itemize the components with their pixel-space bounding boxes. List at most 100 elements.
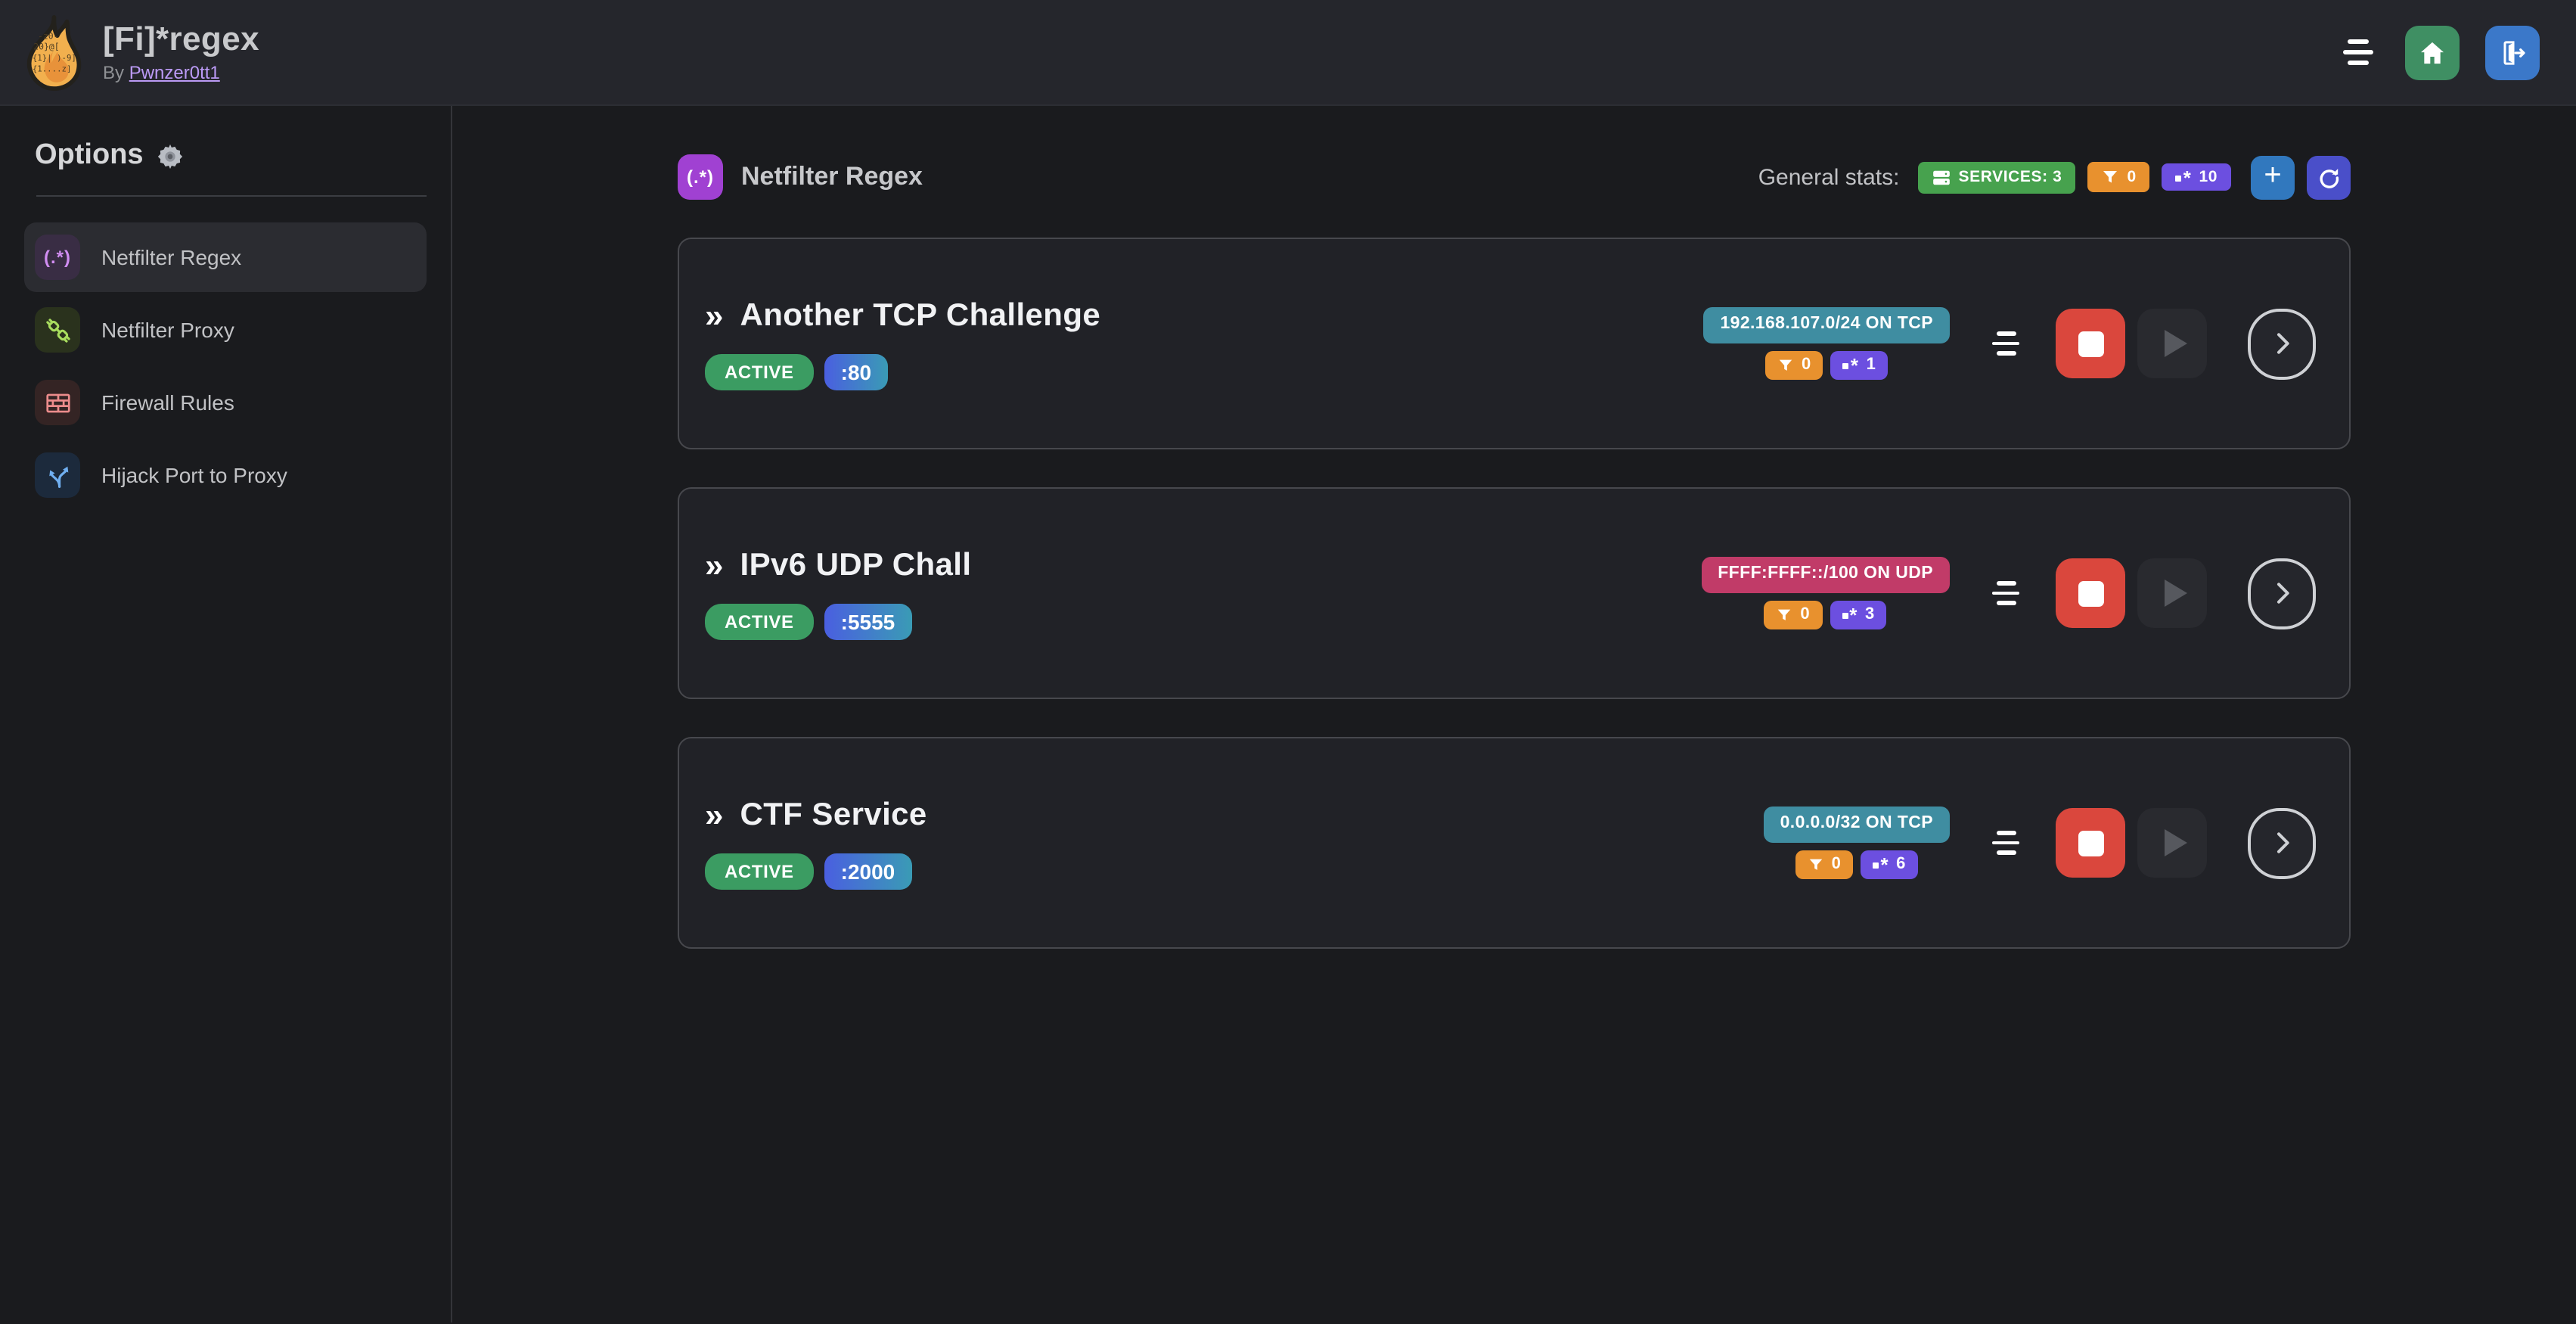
chevron-right-icon	[2277, 832, 2289, 853]
filters-count-badge: 0	[1765, 350, 1823, 380]
service-menu-icon[interactable]	[1986, 325, 2025, 362]
main-area: (.*) Netfilter Regex General stats: SERV…	[452, 106, 2576, 1322]
service-card-controls: 192.168.107.0/24 ON TCP 0 * 1	[1703, 307, 2316, 380]
sidebar: Options (.*) Netfilter Regex	[0, 106, 452, 1322]
svg-text:20}@[: 20}@[	[33, 41, 59, 51]
app-title: [Fi]*regex	[103, 20, 259, 58]
sidebar-item-firewall-rules[interactable]: Firewall Rules	[24, 368, 427, 437]
target-badge: FFFF:FFFF::/100 ON UDP	[1701, 557, 1950, 593]
filter-icon	[2103, 171, 2118, 183]
port-badge: :5555	[824, 603, 912, 639]
start-service-button[interactable]	[2137, 309, 2207, 378]
home-button[interactable]	[2405, 25, 2460, 79]
service-title: IPv6 UDP Chall	[740, 547, 972, 582]
filter-icon	[1809, 859, 1822, 870]
port-badge: :80	[824, 353, 889, 390]
refresh-icon	[2320, 168, 2339, 188]
target-badge: 192.168.107.0/24 ON TCP	[1703, 307, 1950, 343]
regex-icon: (.*)	[35, 235, 80, 280]
topbar: -z0- 20}@[ {1}| )-9] {1....z] [Fi]*regex…	[0, 0, 2576, 106]
double-chevron-icon: »	[705, 545, 724, 583]
server-icon	[1932, 169, 1950, 185]
open-service-button[interactable]	[2248, 558, 2316, 629]
service-card: » CTF Service ACTIVE :2000 0.0.0.0/32 ON…	[678, 737, 2351, 949]
chevron-right-icon	[2277, 333, 2289, 354]
status-badge: ACTIVE	[705, 853, 814, 889]
regex-count-badge: * 10	[2162, 163, 2231, 191]
start-service-button[interactable]	[2137, 808, 2207, 878]
regex-count-badge: * 1	[1830, 350, 1889, 380]
sidebar-nav: (.*) Netfilter Regex	[0, 222, 451, 510]
service-card-info: » Another TCP Challenge ACTIVE :80	[705, 297, 1703, 390]
logout-button[interactable]	[2485, 25, 2540, 79]
double-chevron-icon: »	[705, 296, 724, 334]
status-badge: ACTIVE	[705, 353, 814, 390]
play-icon	[2165, 330, 2187, 357]
stop-service-button[interactable]	[2056, 558, 2125, 628]
service-menu-icon[interactable]	[1986, 825, 2025, 861]
refresh-button[interactable]	[2307, 155, 2351, 199]
port-badge: :2000	[824, 853, 912, 889]
sidebar-divider	[36, 195, 427, 197]
regex-count-text: 10	[2199, 167, 2218, 186]
filters-count-badge: 0	[1764, 600, 1823, 629]
sidebar-item-netfilter-proxy[interactable]: Netfilter Proxy	[24, 295, 427, 365]
logout-icon	[2503, 40, 2525, 64]
content-column: (.*) Netfilter Regex General stats: SERV…	[678, 106, 2351, 949]
service-menu-icon[interactable]	[1986, 575, 2025, 611]
services-count-text: SERVICES: 3	[1958, 167, 2062, 186]
section-title: Netfilter Regex	[741, 162, 923, 191]
start-service-button[interactable]	[2137, 558, 2207, 628]
service-card: » Another TCP Challenge ACTIVE :80 192.1…	[678, 238, 2351, 449]
stop-icon	[2078, 830, 2103, 856]
svg-text:{1}| )-9]: {1}| )-9]	[33, 52, 76, 62]
firewall-icon	[35, 380, 80, 425]
regex-section-icon: (.*)	[678, 154, 723, 200]
svg-text:{1....z]: {1....z]	[33, 63, 72, 73]
stop-service-button[interactable]	[2056, 309, 2125, 378]
play-icon	[2165, 829, 2187, 856]
topbar-actions	[2337, 25, 2540, 79]
sidebar-item-hijack-port[interactable]: Hijack Port to Proxy	[24, 440, 427, 510]
service-card-info: » IPv6 UDP Chall ACTIVE :5555	[705, 547, 1701, 639]
sidebar-item-netfilter-regex[interactable]: (.*) Netfilter Regex	[24, 222, 427, 292]
filters-count-badge: 0	[2087, 162, 2150, 192]
service-card-controls: 0.0.0.0/32 ON TCP 0 * 6	[1763, 807, 2316, 879]
open-service-button[interactable]	[2248, 807, 2316, 878]
author-link[interactable]: Pwnzer0tt1	[129, 61, 220, 83]
split-arrows-icon	[35, 452, 80, 498]
sidebar-item-label: Hijack Port to Proxy	[101, 463, 287, 487]
brand: -z0- 20}@[ {1}| )-9] {1....z] [Fi]*regex…	[18, 14, 259, 90]
sidebar-title: Options	[35, 139, 451, 172]
service-card-controls: FFFF:FFFF::/100 ON UDP 0 * 3	[1701, 557, 2316, 629]
filters-count-text: 0	[2127, 167, 2137, 186]
service-title: Another TCP Challenge	[740, 297, 1101, 332]
target-badge: 0.0.0.0/32 ON TCP	[1763, 807, 1950, 843]
open-service-button[interactable]	[2248, 308, 2316, 379]
target-stack: 192.168.107.0/24 ON TCP 0 * 1	[1703, 307, 1950, 380]
home-icon	[2421, 41, 2444, 64]
regex-count-badge: * 3	[1830, 600, 1887, 629]
service-card: » IPv6 UDP Chall ACTIVE :5555 FFFF:FFFF:…	[678, 487, 2351, 699]
regex-glyph-icon: *	[1842, 605, 1858, 625]
chevron-right-icon	[2277, 583, 2289, 604]
regex-glyph-icon: *	[1842, 356, 1859, 375]
add-service-button[interactable]: +	[2251, 155, 2295, 199]
regex-count-badge: * 6	[1861, 850, 1918, 879]
sidebar-item-label: Netfilter Regex	[101, 245, 242, 269]
target-stack: FFFF:FFFF::/100 ON UDP 0 * 3	[1701, 557, 1950, 629]
sidebar-item-label: Firewall Rules	[101, 390, 234, 415]
plug-icon	[35, 307, 80, 353]
filter-icon	[1778, 609, 1791, 620]
stop-service-button[interactable]	[2056, 808, 2125, 878]
byline: By Pwnzer0tt1	[103, 61, 259, 82]
brand-text: [Fi]*regex By Pwnzer0tt1	[103, 20, 259, 82]
target-stack: 0.0.0.0/32 ON TCP 0 * 6	[1763, 807, 1950, 879]
status-badge: ACTIVE	[705, 603, 814, 639]
sidebar-title-text: Options	[35, 139, 144, 171]
menu-icon[interactable]	[2337, 33, 2379, 71]
play-icon	[2165, 580, 2187, 607]
filters-count-badge: 0	[1795, 850, 1854, 879]
byline-prefix: By	[103, 61, 125, 83]
